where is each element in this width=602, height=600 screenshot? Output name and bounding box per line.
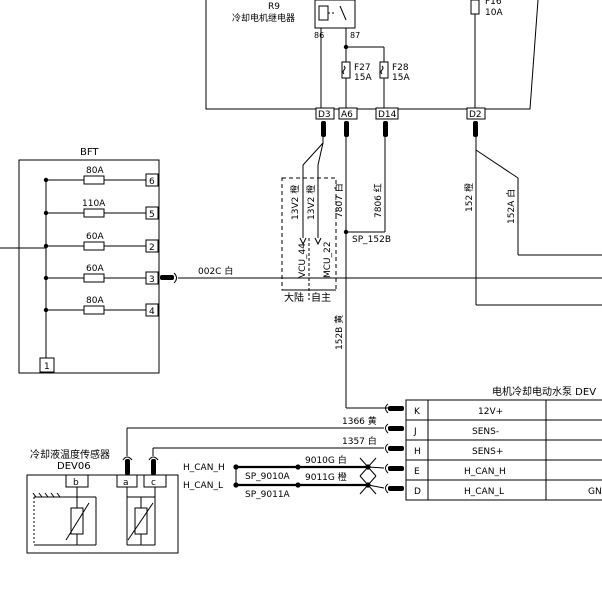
bft-title: BFT (80, 147, 99, 158)
wire-13v2-b: 13V2 橙 (305, 185, 317, 220)
pin-d3: D3 (318, 110, 331, 120)
relay-r9: R9 冷却电机继电器 86 87 (232, 0, 360, 40)
can-bus: H_CAN_H H_CAN_L SP_9010A SP_9011A 9010G … (183, 454, 385, 500)
bft-row-2: 60A 2 (43, 232, 159, 253)
relay-pin-86: 86 (314, 31, 324, 40)
vcu-label: 大陆 (284, 291, 304, 304)
wire-9010g: 9010G 白 (305, 454, 347, 466)
pin-a6: A6 (341, 110, 353, 120)
relay-switch-icon (339, 5, 347, 21)
fuse-f27-id: F27 (354, 63, 371, 73)
pin-d14: D14 (378, 110, 397, 120)
terminal-studs (321, 121, 478, 137)
splice-sp-9011a: SP_9011A (245, 490, 291, 500)
bft-row-5: 110A 5 (43, 199, 159, 220)
pump-pin-h: H (414, 447, 421, 457)
bft-row-6: 80A 6 (43, 166, 159, 187)
bft-pin: 4 (149, 307, 155, 317)
fuse-f28-id: F28 (392, 63, 409, 73)
terminal-stud (160, 275, 174, 280)
wire-1357: 1357 白 (342, 435, 377, 447)
fuse-f27-rating: 15A (354, 73, 372, 83)
pump-signal-h: SENS+ (472, 447, 503, 457)
wire-152: 152 橙 (463, 183, 475, 212)
pump-pin-j: J (413, 427, 417, 437)
fuse-icon (83, 241, 105, 251)
bft-rating: 110A (82, 199, 106, 209)
pump-signal-d: H_CAN_L (464, 487, 504, 497)
relay-id: R9 (268, 2, 280, 12)
thermistor-icon (70, 507, 84, 535)
sensor-id: DEV06 (57, 461, 91, 472)
bft-block: BFT 1 80A 6 110A 5 60A 2 (0, 147, 160, 374)
bft-pin: 5 (149, 210, 155, 220)
fuse-icon (470, 0, 480, 15)
splice-sp-9010a: SP_9010A (245, 472, 291, 482)
wire-152a: 152A 白 (505, 189, 517, 224)
can-low-label: H_CAN_L (183, 481, 223, 491)
sensor-title: 冷却液温度传感器 (30, 448, 110, 461)
controller-connector: D3 A6 D14 D2 (315, 107, 486, 120)
relay-name: 冷却电机继电器 (232, 12, 295, 24)
bft-pin-1: 1 (44, 362, 50, 372)
bft-rating: 60A (86, 232, 104, 242)
fuse-f27: F27 15A (341, 61, 372, 83)
splice-sp-152b: SP_152B (352, 235, 391, 245)
fuse-f16-id: F16 (485, 0, 502, 7)
wire-13v2-a: 13V2 橙 (289, 185, 301, 220)
relay-pin-87: 87 (350, 31, 360, 40)
fuse-icon (379, 61, 389, 79)
bft-pin: 2 (149, 243, 155, 253)
wire-1366: 1366 黄 (342, 415, 377, 427)
bft-pin: 6 (149, 177, 155, 187)
pump-extra: GN (588, 487, 602, 497)
vcu-pin: VCU_44 (298, 243, 308, 278)
pump-connector: 电机冷却电动水泵 DEV K 12V+ J SENS- H SENS+ E H_… (405, 385, 602, 501)
controller-box-outline (205, 0, 539, 110)
wire-002c: 002C 白 (198, 265, 233, 277)
fuse-icon (341, 61, 351, 79)
fuse-f16: F16 10A (470, 0, 503, 18)
pump-terminal-studs (388, 406, 404, 491)
bft-row-4: 80A 4 (43, 296, 159, 317)
bft-rating: 60A (86, 264, 104, 274)
wire-9011g: 9011G 橙 (305, 471, 347, 483)
fuse-icon (83, 175, 105, 185)
can-high-label: H_CAN_H (183, 463, 225, 473)
wire-7806: 7806 红 (372, 183, 384, 218)
bft-rating: 80A (86, 296, 104, 306)
pump-signal-k: 12V+ (478, 407, 503, 417)
pump-signal-j: SENS- (472, 427, 499, 437)
fuse-icon (83, 208, 105, 218)
coolant-temp-sensor: 冷却液温度传感器 DEV06 b a c (26, 448, 179, 554)
relay-body (314, 0, 356, 29)
wire-152b: 152B 黄 (333, 315, 345, 350)
fuse-f28-rating: 15A (392, 73, 410, 83)
fuse-f28: F28 15A (379, 61, 410, 83)
pump-pin-k: K (414, 407, 421, 417)
sensor-pin-a: a (123, 478, 129, 488)
fuse-f16-rating: 10A (485, 8, 503, 18)
bft-row-3: 60A 3 (43, 264, 159, 285)
pump-pin-d: D (414, 487, 421, 497)
sensor-pin-c: c (151, 478, 156, 488)
pump-signal-e: H_CAN_H (464, 467, 506, 477)
fuse-icon (83, 305, 105, 315)
bft-rating: 80A (86, 166, 104, 176)
bft-pin: 3 (149, 275, 155, 285)
pin-d2: D2 (469, 110, 482, 120)
mcu-label: 自主 (311, 291, 331, 304)
sensor-pin-b: b (73, 478, 79, 488)
pump-title: 电机冷却电动水泵 DEV (492, 385, 596, 398)
pump-pin-e: E (414, 467, 420, 477)
mcu-pin: MCU_22 (323, 241, 333, 278)
wire-7807: 7807 白 (333, 183, 345, 218)
fuse-icon (83, 273, 105, 283)
